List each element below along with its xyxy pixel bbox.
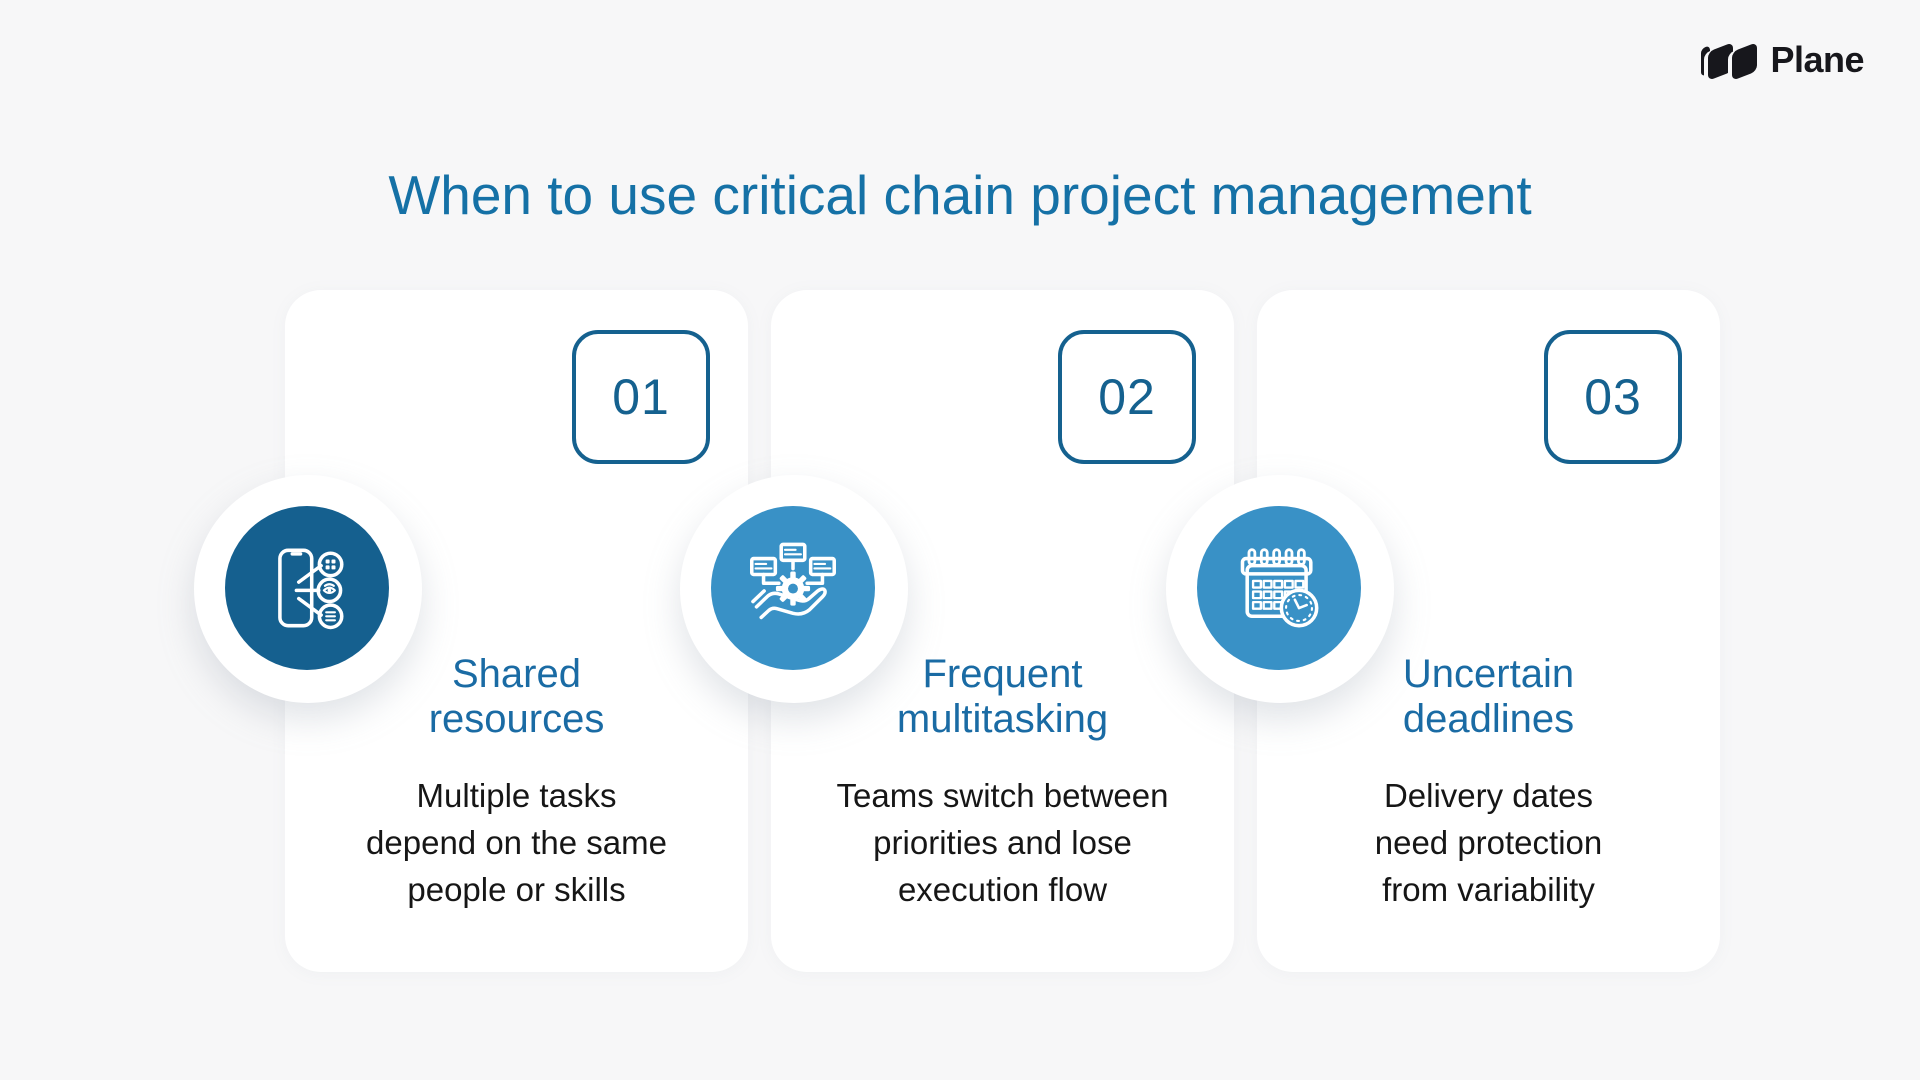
logo-right-shape [1732,42,1758,81]
plane-logo-icon [1701,34,1760,86]
step-number-box: 03 [1544,330,1682,464]
step-number: 01 [612,369,670,425]
icon-circle [225,506,389,670]
step-number: 03 [1584,369,1642,425]
card-description: Teams switch between priorities and lose… [836,777,1169,909]
plane-logo-text: Plane [1770,39,1864,80]
card-heading: Uncertain deadlines [1402,652,1575,742]
page-title: When to use critical chain project manag… [388,164,1532,226]
icon-circle [711,506,875,670]
cards-row: 01 [194,290,1720,972]
phone-network-icon [278,548,344,630]
card-heading: Shared resources [428,652,605,742]
calendar-clock-icon [1240,548,1319,628]
step-number: 02 [1098,369,1156,425]
plane-logo: Plane [1701,34,1864,86]
card-heading: Frequent multitasking [896,652,1109,742]
step-number-box: 01 [572,330,710,464]
card-frequent-multitasking: 02 [680,290,1234,972]
card-description: Multiple tasks depend on the same people… [366,777,667,909]
card-description: Delivery dates need protection from vari… [1374,777,1603,909]
step-number-box: 02 [1058,330,1196,464]
card-shared-resources: 01 [194,290,748,972]
logo-left-shape [1708,42,1734,81]
hand-gear-icon [750,542,836,620]
icon-circle [1197,506,1361,670]
card-uncertain-deadlines: 03 [1166,290,1720,972]
